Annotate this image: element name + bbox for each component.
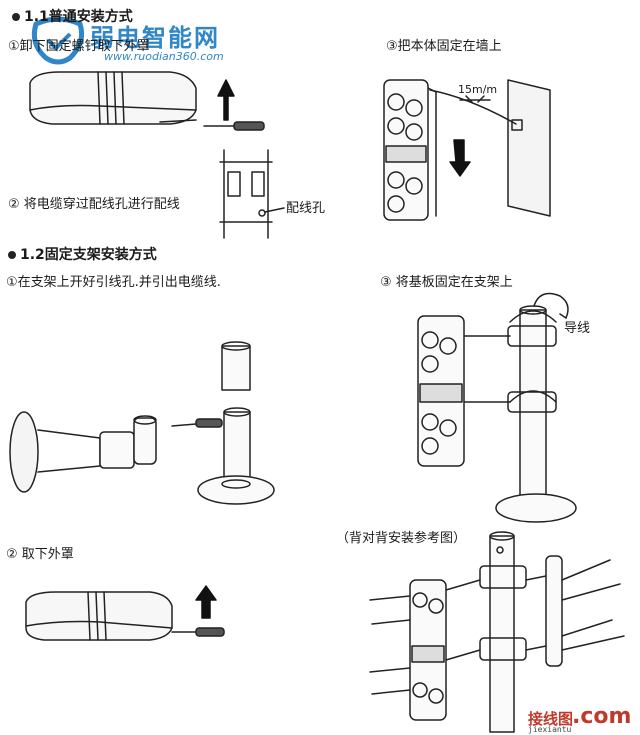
section2-bullet <box>8 251 16 259</box>
section1-step3-caption: ③把本体固定在墙上 <box>386 39 502 54</box>
screwdriver-icon <box>203 121 265 131</box>
bracket-post <box>171 341 275 505</box>
up-arrow-icon-2 <box>195 585 217 619</box>
wall-bracket <box>9 411 157 493</box>
section2-step3-caption: ③ 将基板固定在支架上 <box>380 275 513 290</box>
pole-mounted-detector <box>417 292 577 523</box>
wiring-hole-label: 配线孔 <box>286 201 326 216</box>
wall-mounted-detector <box>383 79 551 221</box>
corner-watermark-sub: jiexiantu <box>528 725 572 734</box>
back-to-back-caption: （背对背安装参考图） <box>336 531 467 546</box>
dimension-label: 15m/m <box>458 83 498 96</box>
section2-heading: 1.2固定支架安装方式 <box>20 247 157 263</box>
section2-step2-caption: ② 取下外罩 <box>6 547 74 562</box>
screwdriver-icon-2 <box>171 627 225 637</box>
wiring-hole-detail <box>219 149 285 239</box>
watermark-site-url: www.ruodian360.com <box>104 50 224 63</box>
section1-step1-caption: ①卸下固定螺钉取下外罩 <box>8 39 150 54</box>
detector-cover-illustration-2 <box>25 591 173 641</box>
detector-cover-illustration-1 <box>29 71 197 125</box>
section1-heading: 1.1普通安装方式 <box>24 9 133 25</box>
down-arrow-icon <box>449 139 471 177</box>
site-logo-icon <box>31 16 85 65</box>
section1-bullet <box>12 13 20 21</box>
section2-step1-caption: ①在支架上开好引线孔.并引出电缆线. <box>6 275 221 290</box>
lead-wire-label: 导线 <box>564 321 591 336</box>
corner-watermark-name: 接线图 <box>528 710 574 728</box>
watermark-site-name: 弱电智能网 <box>90 24 220 52</box>
up-arrow-icon <box>217 79 235 121</box>
back-to-back-assembly <box>369 531 625 733</box>
corner-watermark-domain: .com <box>572 704 632 729</box>
section1-step2-caption: ② 将电缆穿过配线孔进行配线 <box>8 197 180 212</box>
